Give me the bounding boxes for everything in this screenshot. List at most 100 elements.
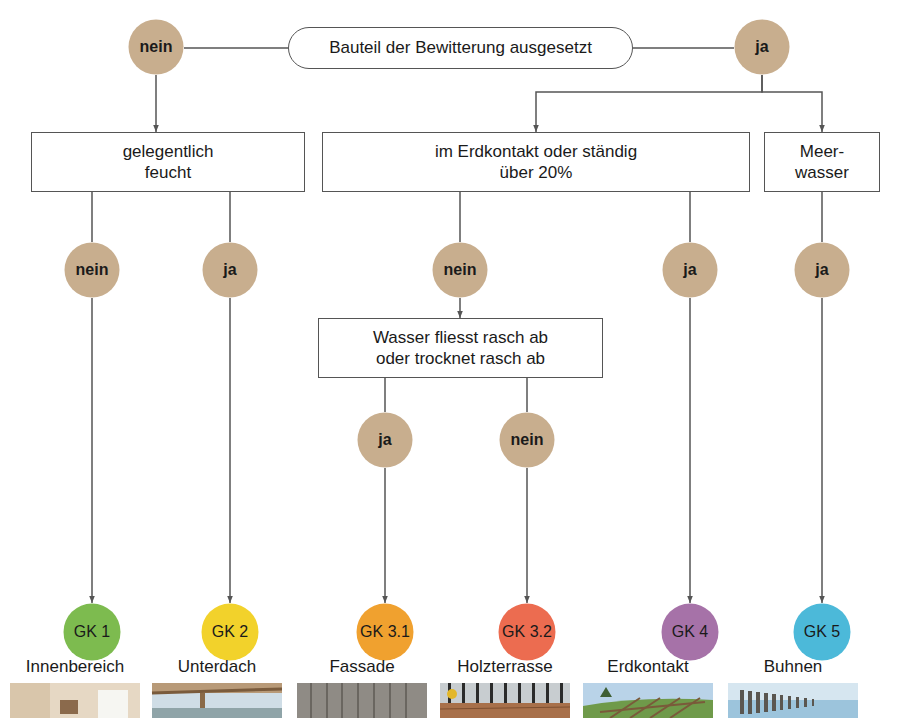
class-circle: GK 1 [63,603,121,661]
photo-groynes [728,683,858,718]
circle-label: GK 1 [74,622,110,642]
decision-box: gelegentlich feucht [31,132,305,192]
photo-sky [152,683,282,718]
circle-fill [499,604,556,661]
photo-wall-shade [10,683,50,718]
photo-roof [152,683,282,718]
photo-tree [600,687,612,697]
photo-posts [740,690,814,714]
photo-caption: Unterdach [178,657,256,677]
connector-arrow [762,75,822,132]
answer-circle: ja [794,242,850,298]
connector-line [526,378,528,412]
circle-label: GK 3.1 [360,622,410,642]
answer-circle: ja [662,242,718,298]
photo-sky [728,683,858,718]
photo-caption: Erdkontakt [607,657,688,677]
class-circle: GK 2 [201,603,259,661]
connector-arrow [459,298,461,318]
connector-line [821,192,823,242]
photo-flowers [447,689,457,699]
start-box: Bauteil der Bewitterung ausgesetzt [288,27,633,69]
box-label: Bauteil der Bewitterung ausgesetzt [329,37,592,58]
photo-planks [297,683,427,718]
photo-caption: Innenbereich [26,657,124,677]
circle-label: GK 4 [672,622,708,642]
circle-fill [662,604,719,661]
connector-line [91,192,93,242]
connector-line [384,378,386,412]
decision-box: Wasser fliesst rasch ab oder trocknet ra… [318,318,603,378]
circle-label: ja [223,260,236,280]
circle-label: nein [444,260,477,280]
class-circle: GK 3.1 [356,603,414,661]
circle-fill [433,243,488,298]
circle-fill [500,413,555,468]
decision-box: im Erdkontakt oder ständig über 20% [322,132,750,192]
photo-beam [152,689,282,693]
box-label: Wasser fliesst rasch ab oder trocknet ra… [356,327,566,370]
connector-line [459,192,461,242]
answer-circle: nein [64,242,120,298]
circle-fill [129,20,184,75]
circle-fill [203,243,258,298]
class-circle: GK 4 [661,603,719,661]
box-label: gelegentlich feucht [103,141,233,184]
connector-arrow [91,298,93,603]
photo-caption: Holzterrasse [457,657,552,677]
photo-plank-joints [311,683,406,718]
circle-label: nein [140,37,173,57]
photo-caption: Fassade [329,657,394,677]
connector-arrow [689,298,691,603]
connector-line [689,192,691,242]
photo-fence [600,698,705,718]
circle-label: ja [378,430,391,450]
photo-interior [10,683,140,718]
photo-deck-boards [440,703,570,718]
connector-arrow [526,468,528,603]
photo-deck [440,683,570,718]
connector-arrow [384,468,386,603]
photo-window [98,690,128,718]
answer-circle: nein [432,242,488,298]
photo-doorway [60,700,78,714]
box-label: Meer- wasser [787,141,857,184]
photo-board-joint [440,707,570,709]
photo-background [440,683,570,718]
connector-arrow [229,298,231,603]
box-label: im Erdkontakt oder ständig über 20% [431,141,641,184]
connector-arrow [536,75,762,132]
circle-fill [663,243,718,298]
photo-fence [448,683,563,703]
answer-circle: nein [499,412,555,468]
photo-meadow [583,699,713,718]
circle-label: nein [76,260,109,280]
photo-ceiling [152,683,282,693]
circle-fill [64,604,121,661]
circle-fill [65,243,120,298]
circle-label: GK 3.2 [502,622,552,642]
photo-sky [583,683,713,718]
circle-fill [735,20,790,75]
connector-line [184,47,288,49]
circle-fill [358,413,413,468]
photo-ground [583,683,713,718]
circle-label: GK 5 [804,622,840,642]
circle-label: ja [815,260,828,280]
decision-box: Meer- wasser [764,132,880,192]
photo-facade [297,683,427,718]
class-circle: GK 5 [793,603,851,661]
answer-circle: ja [202,242,258,298]
answer-circle: nein [128,19,184,75]
answer-circle: ja [357,412,413,468]
answer-circle: ja [734,19,790,75]
circle-fill [202,604,259,661]
photo-landscape [152,708,282,718]
circle-fill [794,604,851,661]
circle-fill [795,243,850,298]
photo-caption: Buhnen [764,657,823,677]
connector-line [229,192,231,242]
circle-label: ja [683,260,696,280]
circle-label: GK 2 [212,622,248,642]
